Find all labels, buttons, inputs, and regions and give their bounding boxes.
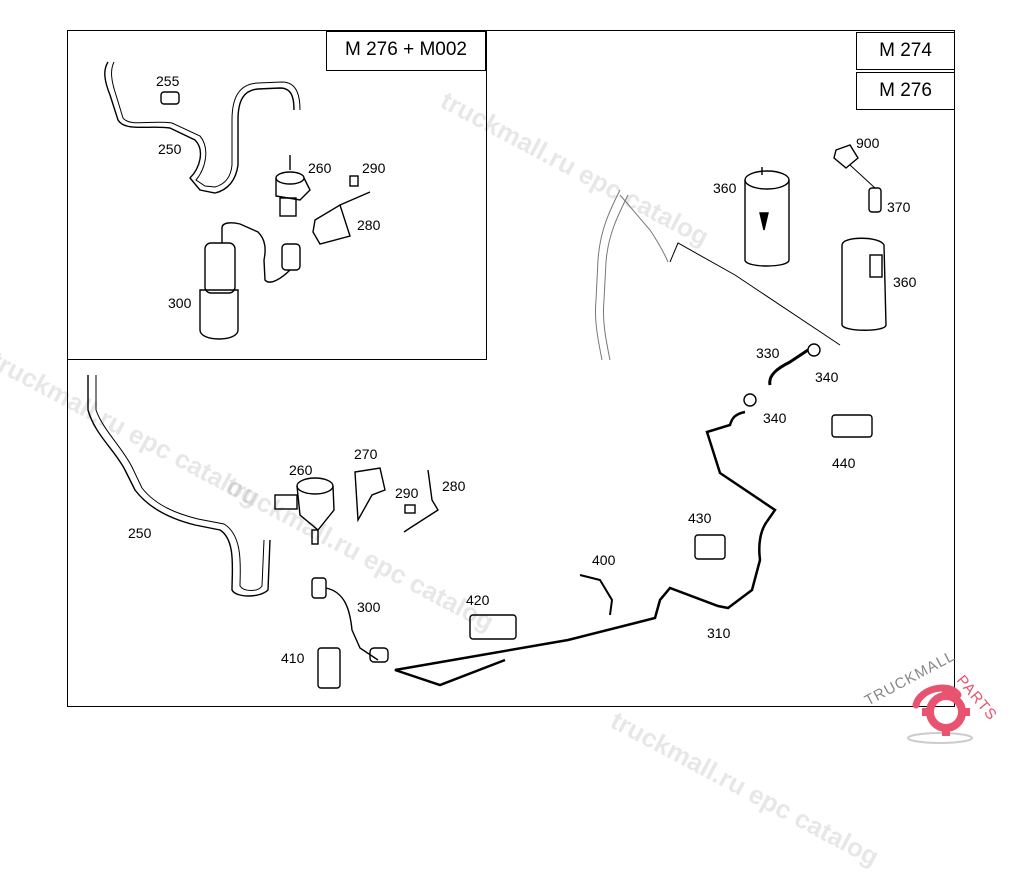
callout-360: 360 [713,180,737,196]
part-360-upper [744,167,790,267]
callout-300: 300 [168,295,192,311]
inset-part-255 [160,91,180,105]
part-440 [831,414,873,438]
part-330 [768,348,809,386]
callout-340: 340 [763,410,787,426]
part-430 [694,534,726,560]
callout-420: 420 [466,592,490,608]
callout-250: 250 [158,141,182,157]
callout-255: 255 [156,73,180,89]
callout-410: 410 [281,650,305,666]
leader-line [669,242,841,346]
upper-harness [595,189,669,361]
callout-280: 280 [357,217,381,233]
callout-400: 400 [592,552,616,568]
lower-part-300 [311,577,389,663]
callout-260: 260 [308,160,332,176]
inset-part-280 [312,191,371,245]
lower-part-290 [404,504,416,514]
lower-part-410 [317,647,341,689]
callout-360: 360 [893,274,917,290]
gear-icon [907,684,973,744]
callout-900: 900 [856,135,880,151]
inset-part-290 [349,175,359,187]
callout-310: 310 [707,625,731,641]
part-370 [868,187,882,213]
callout-260: 260 [289,462,313,478]
part-420 [469,614,517,640]
callout-330: 330 [756,345,780,361]
part-400 [579,574,614,616]
part-310-pipe [394,410,777,687]
engine-tag-m274: M 274 [856,32,955,70]
callout-280: 280 [442,478,466,494]
callout-440: 440 [832,455,856,471]
part-900 [833,144,859,169]
lower-part-260 [274,477,335,545]
engine-tag-inset: M 276 + M002 [326,31,486,71]
lower-part-270 [354,467,386,523]
lower-part-280 [403,469,439,533]
inset-hose-250 [104,61,295,194]
callout-300: 300 [357,599,381,615]
inset-part-300 [199,222,301,340]
callout-430: 430 [688,510,712,526]
engine-tag-m276: M 276 [856,72,955,110]
callout-290: 290 [395,485,419,501]
diagram-frame [67,30,955,707]
parts-drawing [87,61,887,689]
lower-hose-250 [87,375,271,597]
inset-frame [67,30,487,360]
truckmall-parts-logo: TRUCKMALL PARTS [858,648,1024,750]
part-340a [807,343,821,357]
callout-290: 290 [362,160,386,176]
callout-340: 340 [815,369,839,385]
inset-part-260 [275,155,311,217]
callout-250: 250 [128,525,152,541]
callout-270: 270 [354,446,378,462]
callout-370: 370 [887,199,911,215]
part-360-lower [841,237,887,331]
part-340b [743,393,757,407]
